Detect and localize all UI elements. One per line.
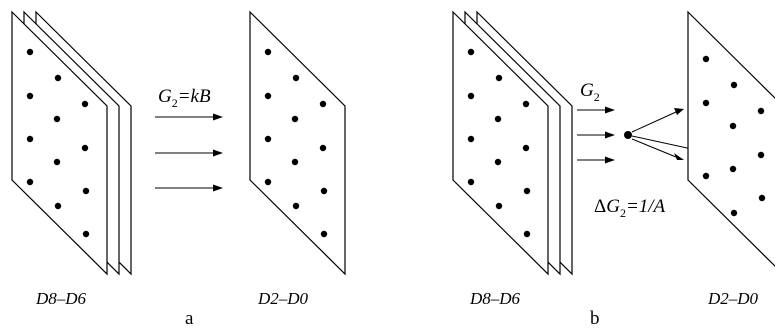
source-label-a: D8–D6	[35, 289, 87, 308]
source-branes-stack	[452, 10, 573, 276]
target-brane-b	[687, 10, 775, 267]
delta-label-b: ΔG2=1/A	[594, 196, 666, 220]
arrows-a	[155, 113, 223, 192]
panel-b: G2 ΔG2=1/A D8–D	[452, 10, 775, 328]
brane-front	[11, 10, 108, 276]
arrow-label-a: G2=kB	[158, 86, 211, 110]
target-label-a: D2–D0	[257, 289, 309, 308]
brane-front	[452, 10, 549, 276]
source-label-b: D8–D6	[469, 289, 521, 308]
arrows-b	[577, 106, 615, 164]
arrow-label-b: G2	[580, 80, 600, 104]
source-branes-stack	[11, 10, 132, 276]
target-label-b: D2–D0	[707, 289, 759, 308]
panel-a: G2=kB D8–D6 D2–D0 a	[11, 10, 346, 328]
panel-caption-a: a	[185, 308, 194, 328]
panel-caption-b: b	[590, 308, 600, 328]
target-brane-a	[249, 10, 346, 276]
